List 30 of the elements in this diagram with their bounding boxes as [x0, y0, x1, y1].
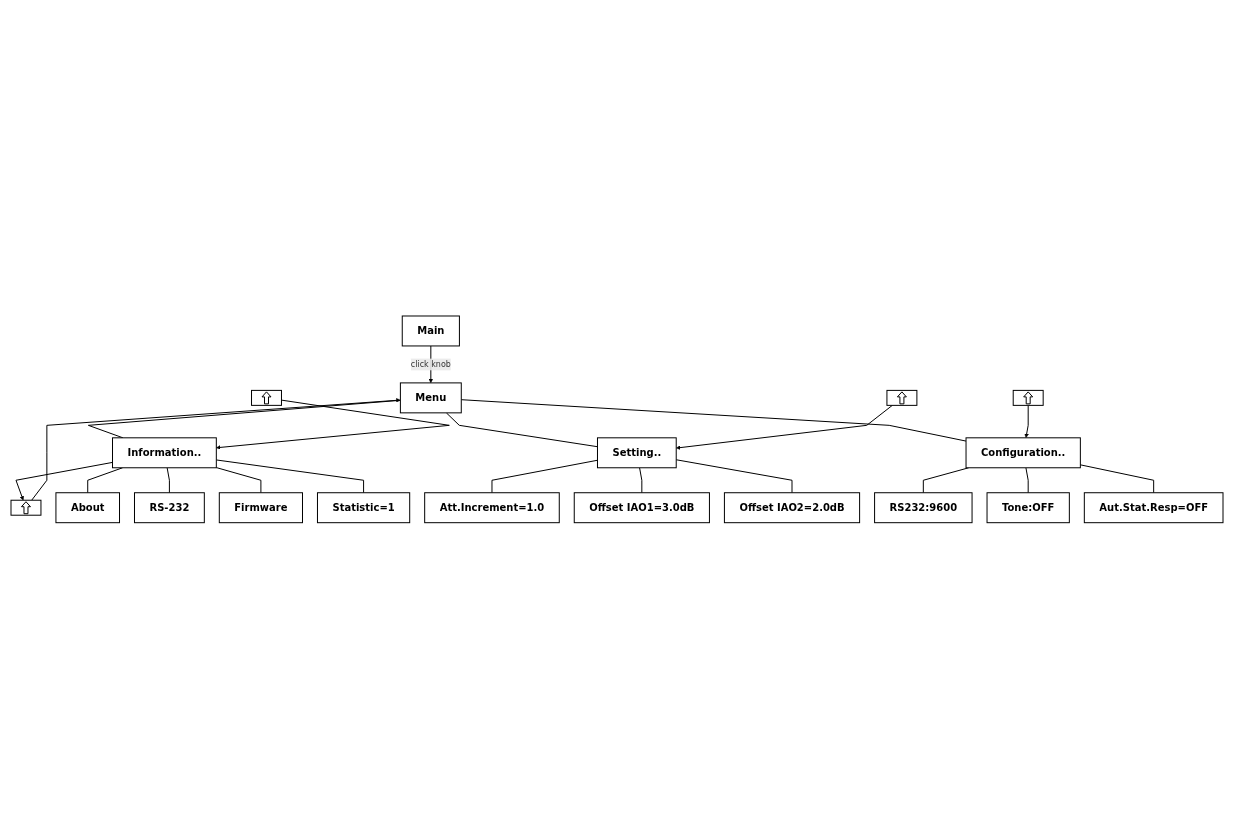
- connector: [215, 467, 262, 494]
- node-box: Att.Increment=1.0: [424, 492, 560, 524]
- node-box: RS-232: [134, 492, 205, 524]
- connector: [491, 459, 598, 494]
- arrow: [1024, 405, 1029, 439]
- connector: [445, 412, 598, 448]
- arrow: [676, 405, 893, 450]
- node-box: Firmware: [218, 492, 303, 524]
- connector: [1079, 464, 1155, 494]
- node-box: Tone:OFF: [986, 492, 1070, 524]
- arrow: [31, 398, 401, 501]
- node-box: Menu: [399, 382, 462, 414]
- node-box: Setting..: [597, 437, 677, 469]
- connector: [1025, 467, 1029, 494]
- node-box: Main: [401, 315, 460, 347]
- node-box: Offset IAO2=2.0dB: [723, 492, 861, 524]
- node-box: Configuration..: [965, 437, 1081, 469]
- connector: [460, 399, 967, 442]
- node-box: Statistic=1: [316, 492, 411, 524]
- node-box: About: [55, 492, 120, 524]
- connector: [639, 467, 643, 494]
- arrow: [15, 462, 113, 501]
- connector: [166, 467, 170, 494]
- node-box: RS232:9600: [874, 492, 973, 524]
- node-box: Aut.Stat.Resp=OFF: [1083, 492, 1224, 524]
- node-box: Offset IAO1=3.0dB: [573, 492, 710, 524]
- node-box: Information..: [112, 437, 217, 469]
- arrow: [216, 399, 450, 450]
- connector: [675, 459, 793, 494]
- connector: [215, 459, 365, 494]
